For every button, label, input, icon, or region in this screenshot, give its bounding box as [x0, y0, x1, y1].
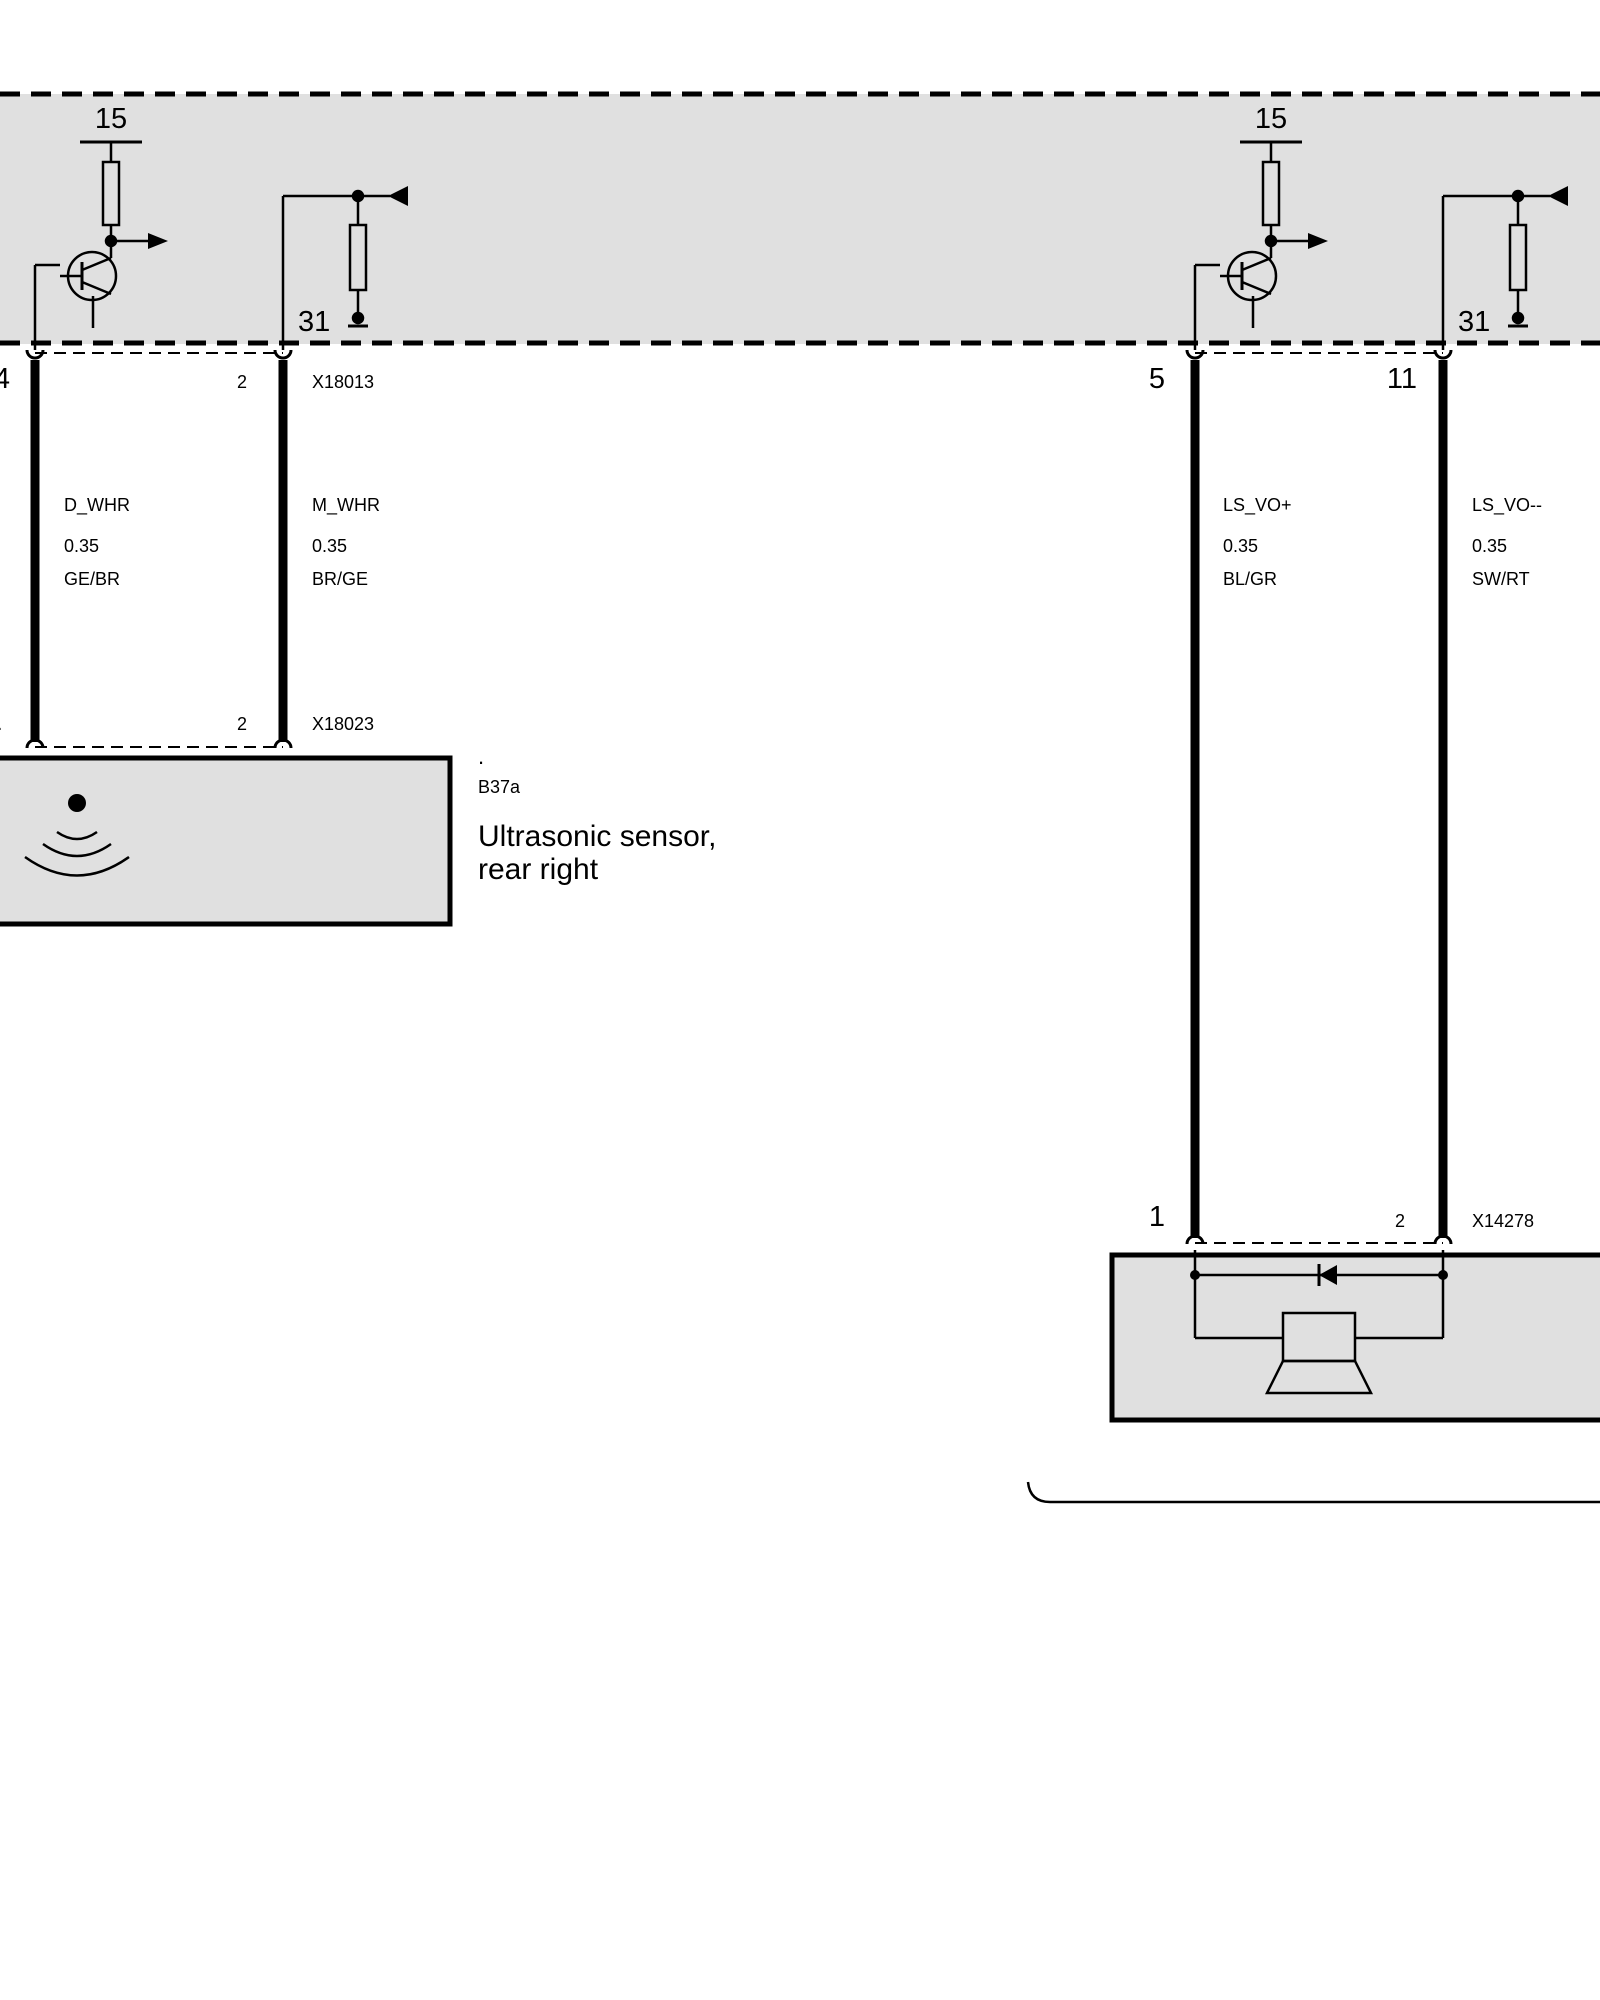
pin-number: 1 — [1149, 1201, 1165, 1233]
wire-name: M_WHR — [312, 495, 380, 516]
sensor-housing — [0, 755, 453, 927]
pin-number: 2 — [1395, 1211, 1405, 1231]
connector-id: X18013 — [312, 372, 374, 392]
sensor-name-line2: rear right — [478, 853, 599, 886]
sensor-id: B37a — [478, 777, 521, 797]
arrow-right-icon — [1308, 233, 1328, 249]
pin-number: 2 — [237, 372, 247, 392]
arrow-right-icon — [148, 233, 168, 249]
left-driver-circuit — [33, 140, 168, 350]
wire-size: 0.35 — [312, 536, 347, 556]
terminal-31-label-left: 31 — [298, 306, 330, 338]
pin-number: 2 — [237, 714, 247, 734]
component-group-brace — [1026, 1481, 1600, 1504]
wire-color: BL/GR — [1223, 569, 1277, 589]
right-ground-circuit — [1441, 186, 1568, 350]
pin-number: 11 — [1387, 363, 1417, 395]
junction-dot — [1511, 311, 1525, 325]
loudspeaker-icon — [1264, 1311, 1374, 1395]
pin-number: 1 — [0, 705, 2, 737]
junction-dot — [1190, 1270, 1200, 1280]
wire-size: 0.35 — [1223, 536, 1258, 556]
right-driver-circuit — [1193, 140, 1328, 350]
wire-color: SW/RT — [1472, 569, 1530, 589]
wire-size: 0.35 — [64, 536, 99, 556]
wire-size: 0.35 — [1472, 536, 1507, 556]
wire-name: LS_VO-- — [1472, 495, 1542, 516]
ultrasonic-sensor-icon — [24, 794, 130, 877]
terminal-31-label-right: 31 — [1458, 306, 1490, 338]
wire-name: LS_VO+ — [1223, 495, 1292, 516]
junction-dot — [351, 311, 365, 325]
connector-id: X14278 — [1472, 1211, 1534, 1231]
connector-id: X18023 — [312, 714, 374, 734]
control-unit — [0, 91, 1600, 346]
left-ground-circuit — [281, 186, 408, 350]
wire-color: GE/BR — [64, 569, 120, 589]
arrow-left-icon — [1548, 186, 1568, 206]
arrow-left-icon — [388, 186, 408, 206]
junction-dot — [1438, 1270, 1448, 1280]
pin-hooks — [25, 349, 1453, 1245]
wire-color: BR/GE — [312, 569, 368, 589]
ultrasonic-sensor — [0, 755, 453, 927]
diode-icon — [1317, 1264, 1337, 1286]
loudspeaker — [1109, 1250, 1600, 1423]
control-unit-housing — [0, 94, 1600, 344]
terminal-15-label-right: 15 — [1255, 103, 1287, 135]
pin-number: 4 — [0, 363, 10, 395]
sensor-name-line1: Ultrasonic sensor, — [478, 820, 716, 853]
sensor-dot: . — [478, 744, 484, 769]
terminal-15-label-left: 15 — [95, 103, 127, 135]
wire-name: D_WHR — [64, 495, 130, 516]
pin-number: 5 — [1149, 363, 1165, 395]
